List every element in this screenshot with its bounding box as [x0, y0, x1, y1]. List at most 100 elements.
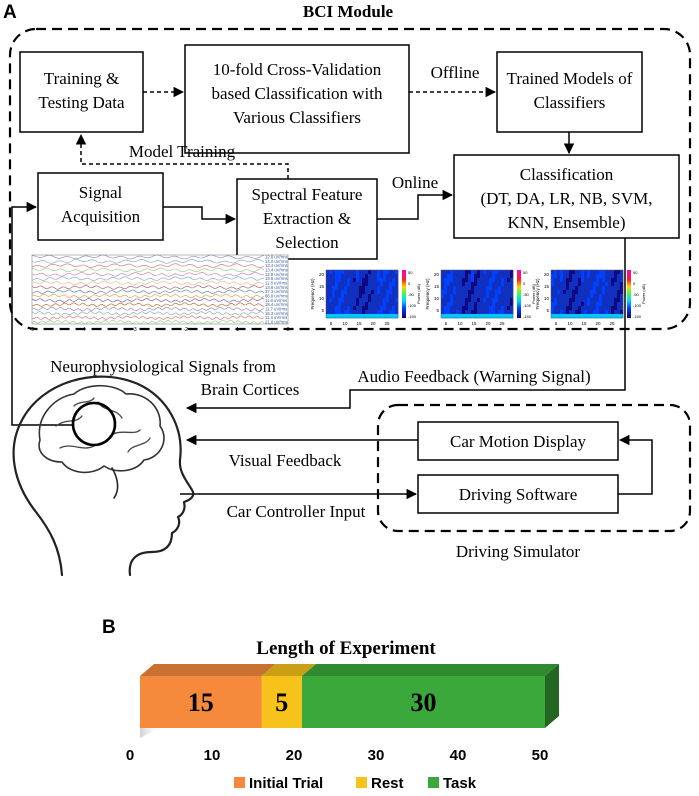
spectrogram-cell — [587, 302, 591, 307]
spectrogram-cell — [365, 302, 369, 307]
spectrogram-cell — [593, 282, 597, 287]
colorbar-label: Power (dB) — [416, 283, 421, 304]
spectrogram-cell — [380, 306, 384, 311]
spectrogram-cell — [507, 270, 511, 275]
spectrogram-cell — [341, 270, 345, 275]
spectrogram-cell — [620, 290, 624, 295]
legend-swatch — [428, 777, 439, 788]
spectrogram-cell — [611, 314, 615, 319]
spectrogram-cell — [471, 298, 475, 303]
spectrogram-cell — [459, 310, 463, 315]
spectrogram-cell — [563, 298, 567, 303]
spectrogram-cell — [498, 270, 502, 275]
spectrogram-cell — [554, 278, 558, 283]
spectrogram-y-tick: 15 — [434, 284, 440, 289]
car-controller-label: Car Controller Input — [227, 502, 366, 521]
spectrogram-cell — [447, 302, 451, 307]
spectrogram-x-tick: 25 — [609, 321, 615, 326]
spectrogram-cell — [353, 298, 357, 303]
audio-feedback-arrow — [185, 238, 626, 414]
spectrogram-cell — [335, 294, 339, 299]
classification-box: Classification (DT, DA, LR, NB, SVM, KNN… — [453, 154, 680, 239]
eeg-trace — [31, 259, 265, 264]
spectrogram-cell — [507, 278, 511, 283]
spectrogram-cell — [444, 298, 448, 303]
spectrogram-cell — [338, 314, 342, 319]
spectrogram-cell — [510, 294, 514, 299]
eeg-trace — [31, 254, 265, 260]
spectrogram-cell — [332, 294, 336, 299]
spectrogram-y-tick: 10 — [544, 296, 550, 301]
spectrogram-cell — [593, 314, 597, 319]
spectrogram-cell — [602, 302, 606, 307]
spectrogram-cell — [608, 278, 612, 283]
spectrogram-cell — [611, 286, 615, 291]
spectrogram-cell — [338, 310, 342, 315]
spectrogram-cell — [380, 282, 384, 287]
spectrogram-cell — [332, 270, 336, 275]
spectrogram-cell — [453, 314, 457, 319]
spectrogram-cell — [474, 314, 478, 319]
spectrogram-cell — [329, 298, 333, 303]
spectrogram-cell — [614, 294, 618, 299]
spectrogram-cell — [450, 306, 454, 311]
spectrogram-cell — [353, 306, 357, 311]
spectrogram-cell — [444, 310, 448, 315]
spectrogram-cell — [617, 282, 621, 287]
spectrogram-cell — [341, 274, 345, 279]
spectrogram-cell — [380, 270, 384, 275]
spectrogram-cell — [483, 290, 487, 295]
panel-a-label: A — [3, 2, 17, 23]
spectrogram-cell — [371, 294, 375, 299]
spectrogram-cell — [377, 290, 381, 295]
bar-top-face — [261, 664, 316, 676]
spectrogram-cell — [510, 290, 514, 295]
spectrogram-cell — [501, 302, 505, 307]
spectrogram-cell — [566, 294, 570, 299]
spectrogram-cell — [338, 294, 342, 299]
spectrogram-x-tick: 25 — [384, 321, 390, 326]
spectrogram-cell — [477, 294, 481, 299]
spectrogram-cell — [353, 286, 357, 291]
spectrogram-cell — [608, 294, 612, 299]
spectrogram-y-tick: 5 — [546, 308, 549, 313]
spectrogram-cell — [377, 282, 381, 287]
spectrogram-cell — [498, 278, 502, 283]
spectrogram-cell — [504, 314, 508, 319]
spectrogram-cell — [447, 298, 451, 303]
spectrogram-cell — [468, 282, 472, 287]
spectrogram-cell — [510, 282, 514, 287]
spectrogram-cell — [450, 286, 454, 291]
spectrogram-cell — [596, 282, 600, 287]
spectrogram-cell — [447, 310, 451, 315]
spectrogram-cell — [560, 302, 564, 307]
spectrogram-cell — [389, 298, 393, 303]
spectrogram-cell — [444, 286, 448, 291]
spectrogram-cell — [368, 278, 372, 283]
spectrogram-cell — [510, 314, 514, 319]
spectrogram-cell — [584, 290, 588, 295]
spectrogram-cell — [486, 294, 490, 299]
spectrogram-cell — [489, 274, 493, 279]
spectrogram-cell — [569, 302, 573, 307]
spectrogram-cell — [593, 270, 597, 275]
spectrogram-cell — [395, 282, 399, 287]
spectrogram-cell — [566, 290, 570, 295]
legend-label: Rest — [371, 775, 404, 792]
visual-feedback-label: Visual Feedback — [229, 451, 342, 470]
spectrogram-cell — [380, 290, 384, 295]
x-tick-label: 30 — [368, 747, 385, 764]
feature-extraction-box: Spectral Feature Extraction & Selection — [236, 178, 378, 260]
spectrogram-cell — [504, 270, 508, 275]
car-motion-display-box: Car Motion Display — [417, 421, 619, 461]
feature-extraction-line1: Spectral Feature — [252, 185, 363, 204]
spectrogram-cell — [483, 310, 487, 315]
spectrogram-cell — [504, 310, 508, 315]
bar-value-label: 30 — [411, 688, 437, 717]
spectrogram-cell — [471, 278, 475, 283]
spectrogram-cell — [596, 270, 600, 275]
spectrogram-cell — [551, 274, 555, 279]
spectrogram-cell — [486, 310, 490, 315]
